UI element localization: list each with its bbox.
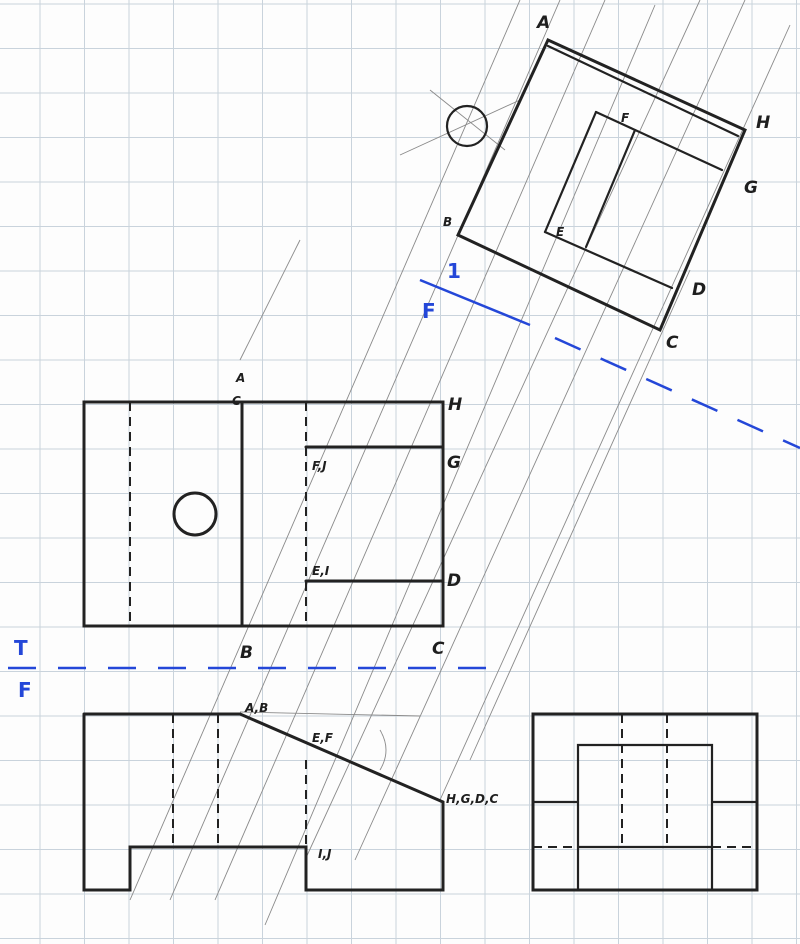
fold-label-aux-f: F: [422, 299, 436, 323]
aux-label-f: F: [621, 111, 630, 125]
front-label-d: D: [447, 571, 461, 591]
fold-label-t: T: [14, 636, 28, 660]
front-label-a: A: [235, 371, 245, 385]
fold-line-top-front: T F: [8, 636, 505, 702]
aux-label-c: C: [666, 333, 679, 353]
front-view: A C H F,J G E,I D B C: [82, 371, 462, 663]
aux-label-d: D: [692, 280, 706, 300]
hole-circle: [172, 491, 218, 537]
aux-label-a: A: [535, 13, 550, 33]
aux-label-e: E: [556, 225, 565, 239]
aux-label-h: H: [756, 113, 770, 133]
lower-label-ij: I,J: [318, 847, 332, 861]
fold-label-f: F: [18, 678, 32, 702]
projection-lines: [129, 0, 791, 926]
fold-label-1: 1: [447, 259, 461, 283]
aux-label-g: G: [744, 178, 758, 198]
front-label-h: H: [448, 395, 462, 415]
front-label-ei: E,I: [312, 564, 330, 578]
aux-hole-circle: [445, 104, 489, 148]
lower-label-hgdc: H,G,D,C: [446, 792, 499, 806]
front-label-c: C: [232, 394, 241, 408]
side-view: [531, 712, 759, 892]
aux-label-b: B: [443, 215, 452, 229]
fold-line-auxiliary: 1 F: [419, 259, 800, 450]
front-label-b: B: [240, 643, 253, 663]
auxiliary-view: A H G F B E D C: [443, 13, 770, 353]
lower-view: A,B E,F H,G,D,C I,J: [82, 701, 499, 892]
front-label-fj: F,J: [312, 459, 327, 473]
front-label-c-bottom: C: [432, 639, 445, 659]
lower-label-ef: E,F: [312, 731, 334, 745]
lower-label-ab: A,B: [244, 701, 268, 715]
front-label-g: G: [447, 453, 461, 473]
